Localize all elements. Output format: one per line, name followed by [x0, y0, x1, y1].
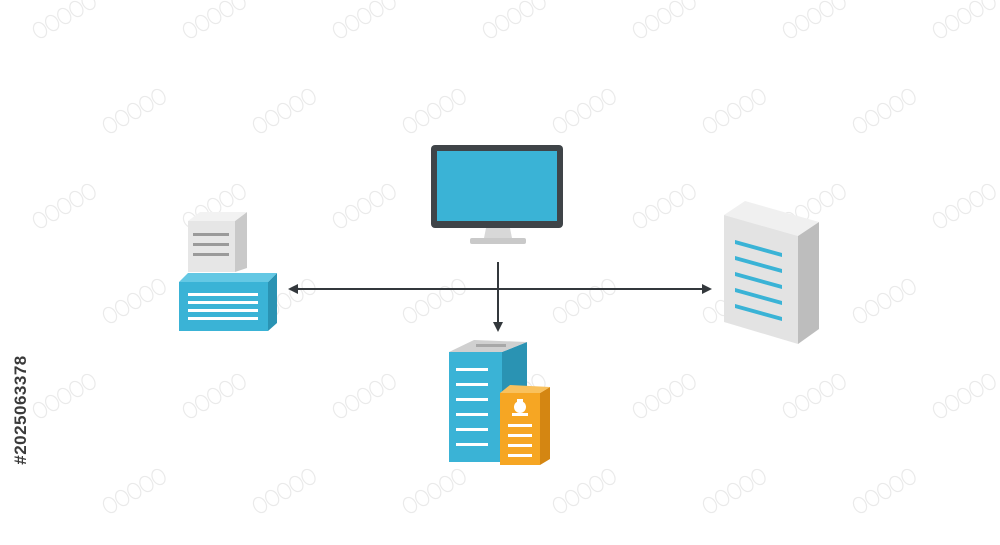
stock-id-label: #202506337​8 — [6, 300, 36, 530]
connector-lines — [288, 262, 712, 332]
server-icon — [724, 201, 819, 344]
stock-id-text: #202506337​8 — [11, 355, 30, 465]
printer-icon — [179, 212, 277, 331]
monitor-icon — [431, 145, 563, 244]
server-slots — [735, 240, 782, 321]
office-buildings-icon — [449, 340, 550, 465]
